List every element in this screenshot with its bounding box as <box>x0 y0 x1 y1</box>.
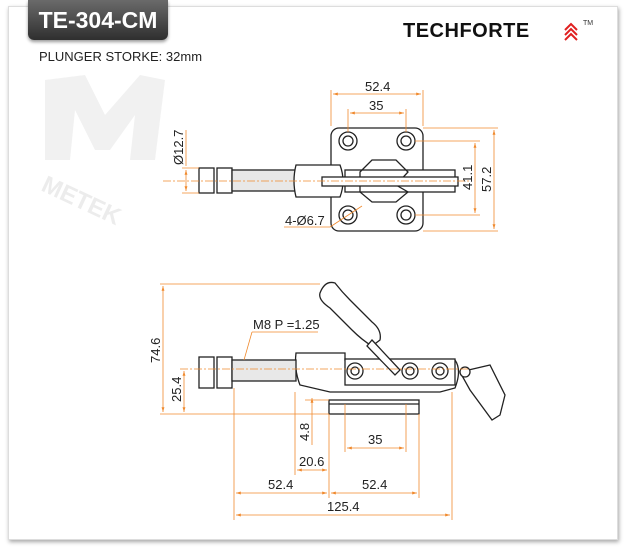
clamp-arm <box>459 364 506 421</box>
threaded-rod <box>231 169 297 192</box>
dim-52-4-left: 52.4 <box>268 477 293 492</box>
handle-grip <box>319 281 381 347</box>
thread-label: M8 P =1.25 <box>253 317 320 332</box>
base-plate <box>328 399 420 415</box>
top-view-dims <box>163 90 498 232</box>
brand-logo: TECHFORTE <box>403 20 530 42</box>
threaded-rod <box>231 359 297 382</box>
link <box>359 159 410 203</box>
nut <box>198 167 215 194</box>
dim-25-4: 25.4 <box>169 377 184 402</box>
dim-52-4-top: 52.4 <box>365 79 390 94</box>
dim-57-2: 57.2 <box>479 167 494 192</box>
trademark: TM <box>583 20 594 27</box>
handle-lever <box>366 339 401 376</box>
dim-35-side: 35 <box>368 432 382 447</box>
side-view <box>198 281 506 421</box>
nut <box>216 356 233 389</box>
nut <box>216 167 233 194</box>
dim-dia-12-7: Ø12.7 <box>171 130 186 165</box>
dim-4-8: 4.8 <box>297 423 312 441</box>
dim-74-6: 74.6 <box>148 338 163 363</box>
panel <box>8 6 618 540</box>
top-view <box>198 127 459 232</box>
model-badge: TE-304-CM <box>28 0 168 40</box>
dim-125-4: 125.4 <box>327 499 360 514</box>
dim-holes: 4-Ø6.7 <box>285 213 325 228</box>
side-view-dims <box>160 283 470 520</box>
dim-52-4-right: 52.4 <box>362 477 387 492</box>
dim-20-6: 20.6 <box>299 454 324 469</box>
dim-41-1: 41.1 <box>460 165 475 190</box>
plunger-rod <box>321 176 459 187</box>
nut <box>198 356 215 389</box>
plunger-stroke-label: PLUNGER STORKE: 32mm <box>39 49 203 64</box>
dim-35-top: 35 <box>369 98 383 113</box>
